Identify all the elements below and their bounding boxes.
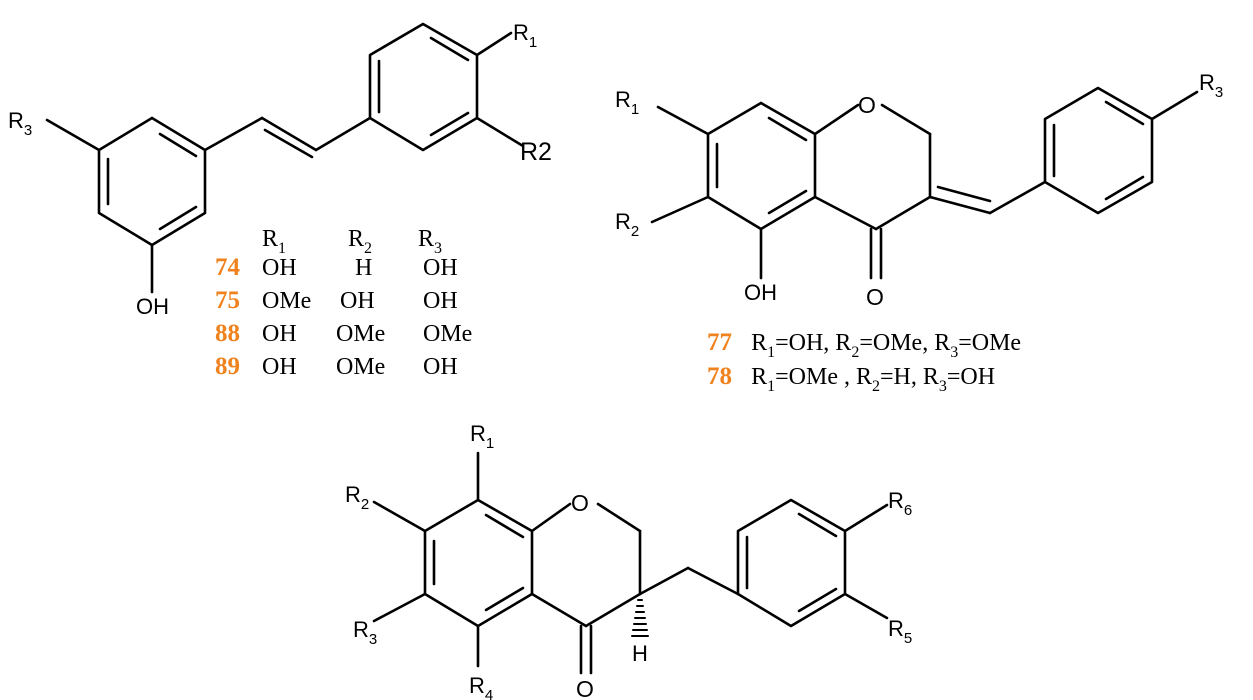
- table-row: 88 OH OMe OMe: [215, 320, 472, 347]
- benzylidene-chromanone-structure: O O OH R1 R2 R3 77 R1=OH, R2=OMe, R3=OMe…: [615, 70, 1223, 395]
- benzylidene-r3-label: R3: [1199, 70, 1223, 101]
- stilbene-substituent-table: R1 R2 R3 74 OH H OH 75 OMe OH OH 88 OH O…: [215, 226, 472, 380]
- table-row: 75 OMe OH OH: [215, 287, 458, 314]
- row-r2: OMe: [336, 354, 385, 380]
- benzyl-r5-label: R5: [888, 616, 912, 647]
- benzylidene-bonds: [650, 86, 1199, 280]
- benzyl-ring-oxygen: O: [571, 490, 589, 516]
- row-r3: OH: [423, 288, 458, 314]
- row-r3: OH: [423, 255, 458, 281]
- row-r1: OH: [262, 255, 297, 281]
- stilbene-r2-label: R2: [520, 138, 552, 166]
- stereo-hydrogen-label: H: [632, 641, 648, 666]
- stilbene-oh-label: OH: [136, 294, 169, 319]
- compound-number: 75: [215, 287, 240, 314]
- table-row: 74 OH H OH: [215, 254, 458, 281]
- benzyl-chromanone-structure: O O H R1 R2 R3 R4 R5 R6: [345, 421, 912, 700]
- compound-number: 89: [215, 353, 240, 380]
- benzylidene-ring-oxygen: O: [858, 92, 876, 118]
- row-r3: OH: [423, 354, 458, 380]
- compound-number: 74: [215, 254, 241, 281]
- stilbene-r3-label: R3: [8, 108, 32, 139]
- table-header-r3: R3: [418, 226, 442, 257]
- compound-number: 88: [215, 320, 240, 347]
- row-r1: OH: [262, 354, 297, 380]
- list-item: 77 R1=OH, R2=OMe, R3=OMe: [707, 329, 1021, 361]
- benzyl-r2-label: R2: [345, 482, 369, 513]
- benzylidene-r1-label: R1: [615, 87, 639, 118]
- benzyl-r1-label: R1: [470, 421, 494, 452]
- row-r1: OH: [262, 321, 297, 347]
- benzyl-r6-label: R6: [888, 488, 912, 519]
- stilbene-bonds: [45, 22, 525, 294]
- benzylidene-carbonyl-oxygen: O: [866, 284, 884, 310]
- stilbene-structure: R1 R2 R3 OH R1 R2 R3 74 OH H OH 75 OMe O…: [8, 20, 552, 380]
- benzyl-carbonyl-oxygen: O: [576, 676, 594, 700]
- table-header-r1: R1: [262, 226, 286, 257]
- row-r2: OMe: [336, 321, 385, 347]
- row-r1: OMe: [262, 288, 311, 314]
- stereo-hashed-wedge: [631, 599, 649, 637]
- row-r2: H: [355, 255, 372, 281]
- row-r2: OH: [340, 288, 375, 314]
- table-header-r2: R2: [348, 226, 372, 257]
- table-row: 89 OH OMe OH: [215, 353, 458, 380]
- benzylidene-compound-list: 77 R1=OH, R2=OMe, R3=OMe 78 R1=OMe , R2=…: [707, 329, 1021, 395]
- benzyl-bonds: [372, 451, 889, 675]
- benzylidene-r2-label: R2: [615, 209, 639, 240]
- stilbene-r1-label: R1: [513, 20, 537, 51]
- row-r3: OMe: [423, 321, 472, 347]
- list-item: 78 R1=OMe , R2=H, R3=OH: [707, 363, 995, 395]
- benzylidene-oh-label: OH: [744, 280, 777, 305]
- benzyl-r3-label: R3: [353, 617, 377, 648]
- benzyl-r4-label: R4: [469, 673, 493, 700]
